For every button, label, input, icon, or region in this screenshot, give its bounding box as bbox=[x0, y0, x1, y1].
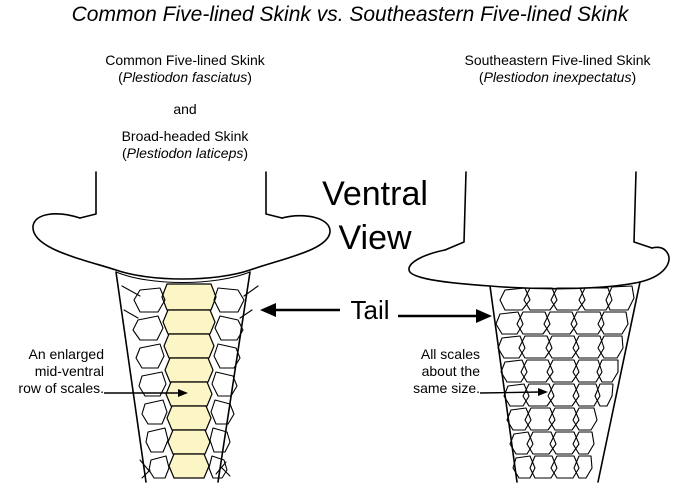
right-note-line-1: All scales bbox=[420, 346, 480, 362]
right-skink-drawing bbox=[408, 171, 670, 483]
left-skink-mid-ventral-row bbox=[161, 283, 217, 479]
right-note-line-3: same size. bbox=[413, 380, 480, 396]
left-skink-body-outline bbox=[32, 213, 331, 280]
right-skink-scales bbox=[495, 285, 635, 479]
right-note-line-2: about the bbox=[421, 363, 480, 379]
left-skink-tail-outline bbox=[115, 271, 251, 483]
left-note-line-3: row of scales. bbox=[18, 380, 104, 396]
tail-arrows bbox=[260, 303, 492, 323]
tail-arrow-right-head bbox=[476, 309, 492, 323]
right-skink-tail-outline bbox=[489, 281, 641, 483]
right-skink-leg-left bbox=[444, 171, 467, 251]
right-scientific-name: (Plestiodon inexpectatus) bbox=[478, 69, 637, 85]
right-note-pointer bbox=[479, 391, 541, 394]
ventral-view-line-2: View bbox=[338, 219, 412, 257]
right-skink-leg-right bbox=[633, 171, 653, 249]
left-note-line-1: An enlarged bbox=[28, 346, 104, 362]
tail-label: Tail bbox=[350, 295, 390, 325]
left-skink-drawing bbox=[32, 171, 331, 483]
tail-arrow-left-head bbox=[260, 303, 276, 317]
note-pointers bbox=[104, 388, 548, 397]
right-common-name: Southeastern Five-lined Skink bbox=[464, 52, 651, 68]
left-note-line-2: mid-ventral bbox=[34, 363, 104, 379]
ventral-view-line-1: Ventral bbox=[322, 175, 428, 213]
left-skink-leg-left bbox=[79, 171, 97, 219]
left-second-scientific-name: (Plestiodon laticeps) bbox=[121, 145, 249, 161]
left-second-common-name: Broad-headed Skink bbox=[121, 128, 249, 144]
left-scientific-name: (Plestiodon fasciatus) bbox=[118, 69, 252, 85]
left-common-name: Common Five-lined Skink bbox=[105, 52, 265, 68]
left-skink-side-scales bbox=[121, 285, 259, 479]
left-skink-body-shading bbox=[115, 271, 251, 284]
left-conjunction: and bbox=[173, 101, 197, 117]
page-title: Common Five-lined Skink vs. Southeastern… bbox=[71, 3, 629, 26]
right-skink-body-outline bbox=[408, 246, 670, 290]
left-skink-leg-right bbox=[265, 171, 283, 219]
